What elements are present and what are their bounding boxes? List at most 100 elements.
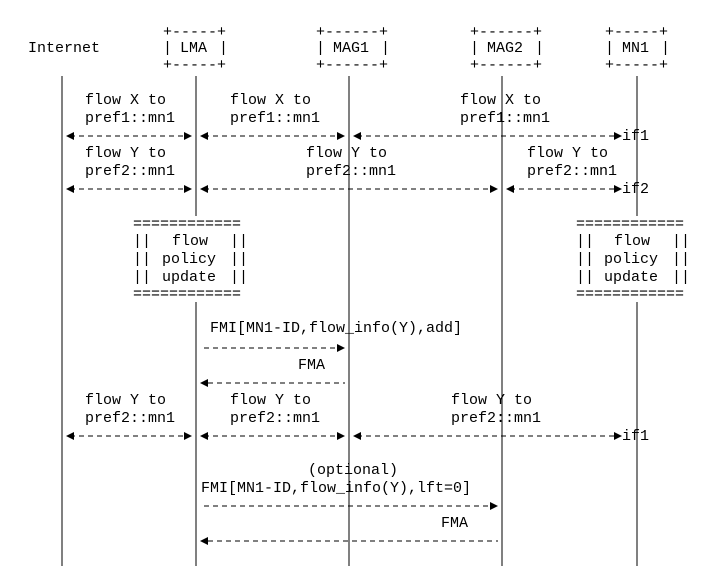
mag1-node: +------+ | MAG1 | +------+ xyxy=(316,24,390,74)
flow-label: flow Y to xyxy=(451,392,532,409)
box-border-right: || xyxy=(230,251,248,268)
mn1-node: +-----+ | MN1 | +-----+ xyxy=(605,24,670,74)
lma-label: LMA xyxy=(180,40,207,57)
flow-label: pref1::mn1 xyxy=(460,110,550,127)
mag1-label: MAG1 xyxy=(333,40,369,57)
policy-text: update xyxy=(604,269,658,286)
box-border-left: | xyxy=(470,40,479,57)
box-border-top: +-----+ xyxy=(163,24,226,41)
flow-label: pref2::mn1 xyxy=(85,410,175,427)
box-border-bottom: ============ xyxy=(133,286,241,303)
box-border-top: +------+ xyxy=(316,24,388,41)
arrowhead-left xyxy=(66,185,74,193)
box-border-right: || xyxy=(672,251,690,268)
arrowhead-right xyxy=(337,132,345,140)
box-border-right: | xyxy=(661,40,670,57)
flow-y-updated-arrowheads xyxy=(66,432,622,440)
box-border-left: || xyxy=(133,269,151,286)
box-border-left: | xyxy=(316,40,325,57)
box-border-top: +-----+ xyxy=(605,24,668,41)
fmi-add-message-label: FMI[MN1-ID,flow_info(Y),add] xyxy=(210,320,462,337)
flow-x-arrowheads xyxy=(66,132,622,140)
box-border-top: +------+ xyxy=(470,24,542,41)
policy-box-mask xyxy=(133,216,249,302)
interface-label-if1: if1 xyxy=(622,428,649,445)
policy-text: update xyxy=(162,269,216,286)
flow-label: pref2::mn1 xyxy=(85,163,175,180)
fmi-lft-message-label: FMI[MN1-ID,flow_info(Y),lft=0] xyxy=(201,480,471,497)
arrowhead-left xyxy=(66,432,74,440)
policy-text: policy xyxy=(162,251,216,268)
fma-message-label: FMA xyxy=(441,515,468,532)
arrowhead-left xyxy=(200,537,208,545)
arrowhead-right xyxy=(184,432,192,440)
box-border-right: || xyxy=(672,233,690,250)
box-border-bottom: ============ xyxy=(576,286,684,303)
arrowhead-left xyxy=(200,132,208,140)
arrowhead-left xyxy=(506,185,514,193)
box-border-bottom: +-----+ xyxy=(605,57,668,74)
arrowhead-left xyxy=(200,379,208,387)
arrowhead-left xyxy=(200,185,208,193)
policy-text: flow xyxy=(172,233,208,250)
flow-label: flow Y to xyxy=(85,392,166,409)
arrowhead-right xyxy=(337,344,345,352)
flow-label: flow Y to xyxy=(306,145,387,162)
flow-label: flow Y to xyxy=(85,145,166,162)
policy-box-mask xyxy=(575,216,693,302)
lifelines xyxy=(61,76,638,566)
arrowhead-right xyxy=(184,185,192,193)
box-border-left: || xyxy=(133,233,151,250)
box-border-right: || xyxy=(230,233,248,250)
arrowhead-right xyxy=(490,185,498,193)
flow-label: flow Y to xyxy=(527,145,608,162)
optional-label: (optional) xyxy=(308,462,398,479)
interface-label-if2: if2 xyxy=(622,181,649,198)
arrowhead-left xyxy=(200,432,208,440)
mag2-label: MAG2 xyxy=(487,40,523,57)
box-border-bottom: +------+ xyxy=(316,57,388,74)
lma-node: +-----+ | LMA | +-----+ xyxy=(163,24,228,74)
box-border-right: | xyxy=(219,40,228,57)
arrowhead-right xyxy=(490,502,498,510)
flow-label: pref2::mn1 xyxy=(230,410,320,427)
box-border-bottom: +-----+ xyxy=(163,57,226,74)
flow-label: pref2::mn1 xyxy=(451,410,541,427)
flow-label: flow X to xyxy=(230,92,311,109)
box-border-right: || xyxy=(672,269,690,286)
arrowhead-right xyxy=(184,132,192,140)
arrowhead-right xyxy=(614,185,622,193)
arrowhead-left xyxy=(353,132,361,140)
flow-label: pref1::mn1 xyxy=(85,110,175,127)
arrowhead-right xyxy=(614,432,622,440)
arrowhead-right xyxy=(337,432,345,440)
policy-text: policy xyxy=(604,251,658,268)
arrowhead-left xyxy=(353,432,361,440)
internet-label: Internet xyxy=(28,40,100,57)
arrowhead-left xyxy=(66,132,74,140)
box-border-right: | xyxy=(381,40,390,57)
fma-message-label: FMA xyxy=(298,357,325,374)
mn1-label: MN1 xyxy=(622,40,649,57)
box-border-left: | xyxy=(163,40,172,57)
arrowhead-right xyxy=(614,132,622,140)
policy-text: flow xyxy=(614,233,650,250)
flow-label: flow X to xyxy=(460,92,541,109)
box-border-right: | xyxy=(535,40,544,57)
box-border-left: || xyxy=(576,269,594,286)
mag2-node: +------+ | MAG2 | +------+ xyxy=(470,24,544,74)
box-border-left: || xyxy=(133,251,151,268)
flow-label: pref2::mn1 xyxy=(306,163,396,180)
box-border-left: || xyxy=(576,251,594,268)
flow-label: pref1::mn1 xyxy=(230,110,320,127)
interface-label-if1: if1 xyxy=(622,128,649,145)
mn1-policy-update-box: ============ || flow || || policy || || … xyxy=(576,216,690,303)
box-border-top: ============ xyxy=(576,216,684,233)
box-border-right: || xyxy=(230,269,248,286)
box-border-left: || xyxy=(576,233,594,250)
box-border-top: ============ xyxy=(133,216,241,233)
flow-label: flow X to xyxy=(85,92,166,109)
flow-y-arrowheads xyxy=(66,185,622,193)
